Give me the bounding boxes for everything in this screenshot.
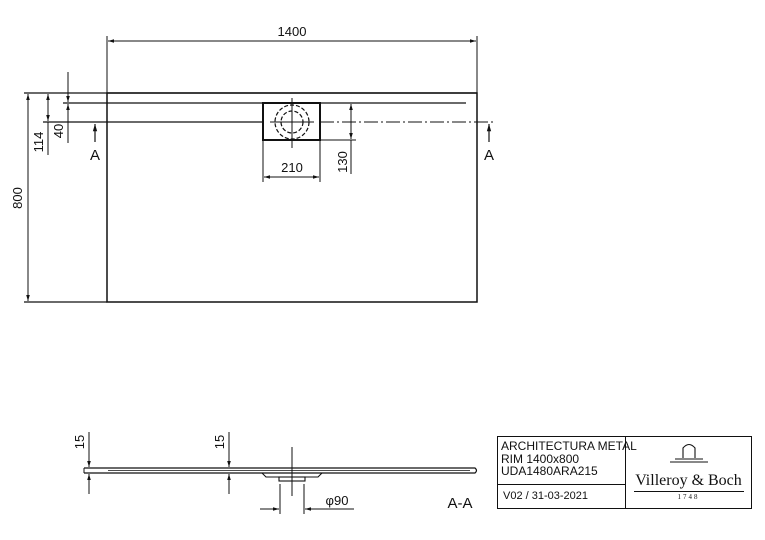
product-name: ARCHITECTURA METAL RIM 1400x800 UDA1480A… [501,440,637,478]
plan-dimension-labels: 1400 800 114 40 210 130 A A [10,24,494,209]
brand-name: Villeroy & Boch [635,472,742,489]
drain-diameter-label: φ90 [326,493,349,508]
brand-panel: Villeroy & Boch 1748 [626,437,751,508]
product-line-2: RIM 1400x800 [501,451,580,466]
thickness-mid-label: 15 [212,435,227,449]
offset-114-label: 114 [31,132,46,153]
product-line-1: ARCHITECTURA METAL [501,439,637,453]
section-dimension-labels: 15 15 φ90 A-A [72,435,473,512]
title-block-info: ARCHITECTURA METAL RIM 1400x800 UDA1480A… [498,437,637,508]
brand-logo-icon [670,443,708,463]
section-view [83,432,478,514]
offset-40-label: 40 [51,124,66,138]
depth-dim-label: 800 [10,187,25,209]
width-dim-label: 1400 [278,24,307,39]
drain-depth-label: 130 [335,151,350,173]
title-block: ARCHITECTURA METAL RIM 1400x800 UDA1480A… [497,436,752,509]
section-label: A-A [447,495,472,512]
brand-since: 1748 [677,493,700,501]
section-marker-right: A [484,147,494,164]
article-number: UDA1480ARA215 [501,464,598,478]
section-marker-left: A [90,147,100,164]
divider [498,484,625,485]
version-date: V02 / 31-03-2021 [503,490,589,502]
brand-underline [634,491,744,492]
thickness-left-label: 15 [72,435,87,449]
plan-view [24,36,495,303]
drain-width-label: 210 [281,160,303,175]
